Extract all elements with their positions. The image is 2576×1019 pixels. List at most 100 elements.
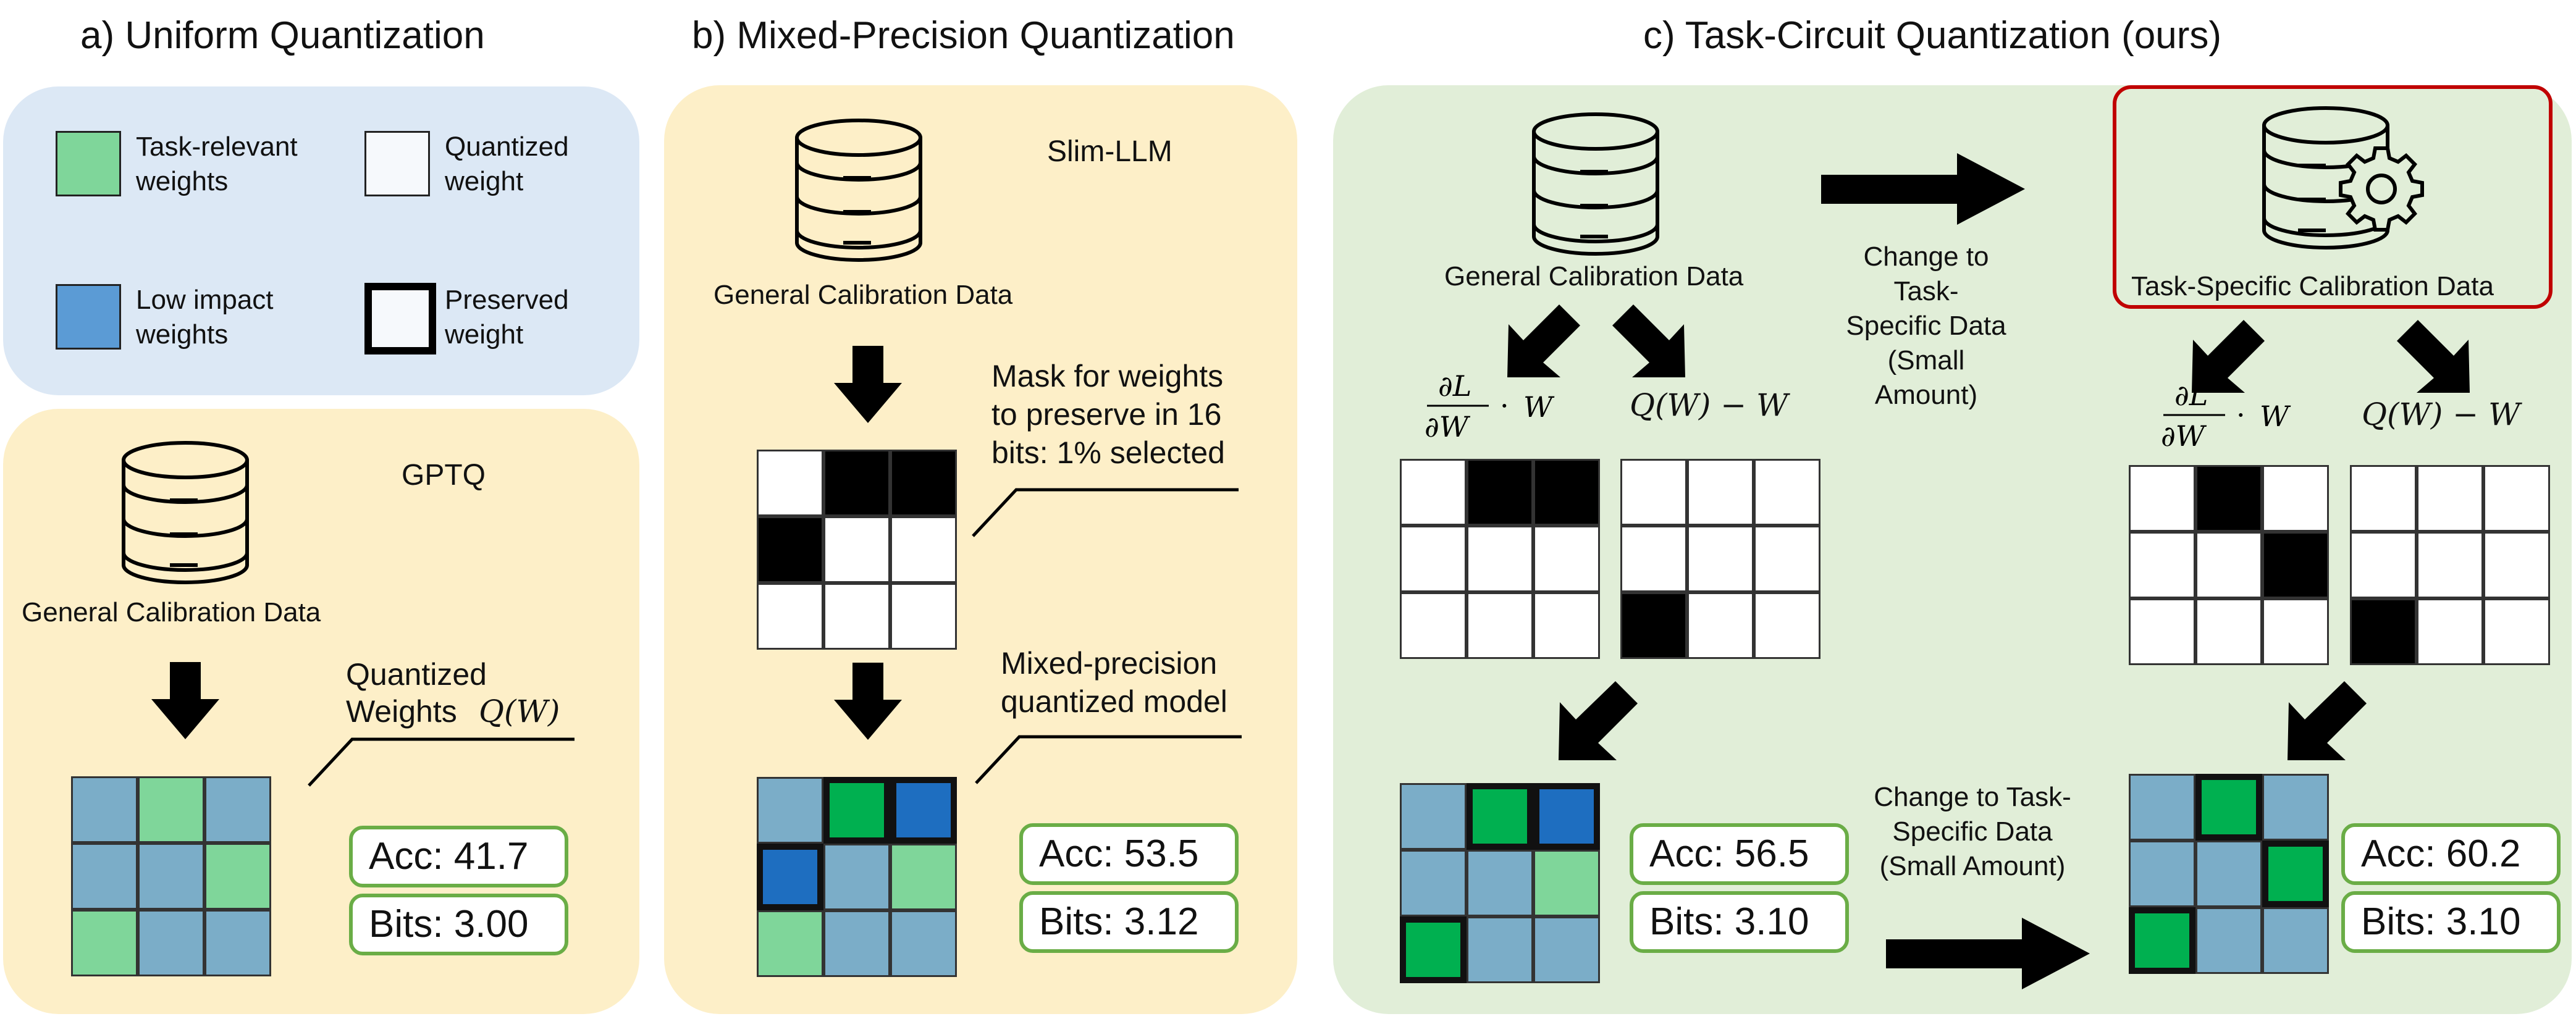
legend-label-low-impact: Low impact weights xyxy=(136,285,274,350)
method-gptq: GPTQ xyxy=(402,459,486,492)
mask-cell xyxy=(2129,465,2195,532)
accuracy-badge: Acc: 53.5 xyxy=(1019,823,1239,885)
weight-cell-preserved xyxy=(1533,783,1600,850)
weight-cell xyxy=(2195,907,2262,974)
weight-cell xyxy=(2129,774,2195,841)
arrow-down-icon xyxy=(834,346,902,423)
weight-grid-tcq-task xyxy=(2129,774,2329,974)
weight-cell xyxy=(757,910,823,977)
accuracy-badge: Acc: 41.7 xyxy=(349,826,568,887)
mask-cell-selected xyxy=(2350,598,2417,665)
weight-cell xyxy=(757,777,823,844)
weight-cell-preserved xyxy=(757,844,823,910)
mask-cell xyxy=(2195,598,2262,665)
callout-line xyxy=(308,737,575,787)
weight-cell xyxy=(204,910,271,976)
weight-cell-preserved xyxy=(823,777,890,844)
mask-cell xyxy=(2262,465,2329,532)
weight-cell xyxy=(1467,850,1533,916)
database-icon xyxy=(1532,112,1659,256)
weight-cell xyxy=(1533,850,1600,916)
weight-cell xyxy=(1400,783,1467,850)
mask-cell xyxy=(1467,526,1533,592)
saliency-grid-general xyxy=(1400,459,1600,659)
mask-cell xyxy=(2417,532,2483,598)
change-data-note-top: Change to Task- Specific Data (Small Amo… xyxy=(1846,241,2006,410)
weight-cell xyxy=(2129,841,2195,907)
legend-swatch-low-impact xyxy=(56,284,121,350)
mask-cell xyxy=(2129,532,2195,598)
mask-cell xyxy=(2350,532,2417,598)
mask-cell-selected xyxy=(757,516,823,583)
weight-grid-mixed xyxy=(757,777,957,977)
weight-grid-uniform xyxy=(71,776,271,976)
weight-cell xyxy=(1400,850,1467,916)
database-icon xyxy=(795,119,922,262)
database-icon xyxy=(122,441,249,584)
weight-cell xyxy=(1467,916,1533,983)
task-specific-data-highlight xyxy=(2113,85,2553,309)
quantization-error-formula: Q(W) − W xyxy=(2362,396,2520,432)
mask-cell xyxy=(2350,465,2417,532)
legend-label-preserved: Preserved weight xyxy=(445,285,569,350)
bits-badge: Bits: 3.00 xyxy=(349,894,568,955)
mask-cell xyxy=(1754,459,1820,526)
bits-badge: Bits: 3.10 xyxy=(1630,891,1849,953)
calibration-data-label: General Calibration Data xyxy=(713,280,1013,310)
weight-cell xyxy=(890,844,957,910)
mask-cell xyxy=(2417,465,2483,532)
database-gear-icon xyxy=(2262,106,2424,250)
quant-error-grid-task xyxy=(2350,465,2550,665)
mask-cell xyxy=(757,583,823,650)
weight-cell xyxy=(890,910,957,977)
legend-swatch-preserved xyxy=(364,283,436,354)
mask-cell-selected xyxy=(2195,465,2262,532)
mask-cell xyxy=(1620,526,1687,592)
mask-cell xyxy=(1400,526,1467,592)
weight-cell-preserved xyxy=(2195,774,2262,841)
weight-cell xyxy=(2262,774,2329,841)
weight-grid-tcq-general xyxy=(1400,783,1600,983)
weight-cell-preserved xyxy=(1467,783,1533,850)
mask-cell xyxy=(823,516,890,583)
callout-line xyxy=(975,735,1242,784)
title-task-circuit-quantization: c) Task-Circuit Quantization (ours) xyxy=(1643,14,2222,57)
svg-text:∂W: ∂W xyxy=(1425,410,1471,443)
arrow-right-icon xyxy=(1886,918,2090,989)
legend-swatch-task-relevant xyxy=(56,131,121,196)
mask-cell xyxy=(823,583,890,650)
mask-cell xyxy=(890,583,957,650)
arrow-down-icon xyxy=(834,663,902,740)
quantization-error-formula: Q(W) − W xyxy=(1630,387,1788,423)
mask-cell xyxy=(2262,598,2329,665)
title-uniform-quantization: a) Uniform Quantization xyxy=(80,14,485,57)
mask-callout: Mask for weights to preserve in 16 bits:… xyxy=(991,359,1225,470)
weight-cell xyxy=(204,776,271,843)
weight-cell xyxy=(823,844,890,910)
mask-cell xyxy=(890,516,957,583)
model-callout: Mixed-precision quantized model xyxy=(1001,646,1227,719)
callout-line xyxy=(972,488,1239,537)
mask-cell xyxy=(1687,526,1754,592)
arrow-right-icon xyxy=(1821,153,2025,225)
weight-cell xyxy=(2262,907,2329,974)
panel-mixed-precision: Slim-LLM General Calibration Data Mask f… xyxy=(664,85,1297,1014)
weight-cell xyxy=(204,843,271,910)
legend-panel: Task-relevant weights Quantized weight L… xyxy=(3,86,639,395)
svg-text:·: · xyxy=(2236,398,2246,432)
mask-cell-selected xyxy=(890,450,957,516)
mask-cell xyxy=(2483,532,2550,598)
weight-cell xyxy=(71,910,138,976)
saliency-grid-task xyxy=(2129,465,2329,665)
weight-cell-preserved xyxy=(1400,916,1467,983)
mask-cell xyxy=(2417,598,2483,665)
quant-error-grid-general xyxy=(1620,459,1820,659)
change-data-note-bottom: Change to Task- Specific Data (Small Amo… xyxy=(1874,782,2071,881)
svg-text:W: W xyxy=(1523,390,1555,424)
mask-cell-selected xyxy=(1467,459,1533,526)
task-calibration-data-label: Task-Specific Calibration Data xyxy=(2131,271,2494,301)
svg-text:∂W: ∂W xyxy=(2161,419,2207,453)
svg-text:∂L: ∂L xyxy=(2174,379,2208,412)
accuracy-badge: Acc: 56.5 xyxy=(1630,823,1849,885)
mask-cell-selected xyxy=(1533,459,1600,526)
